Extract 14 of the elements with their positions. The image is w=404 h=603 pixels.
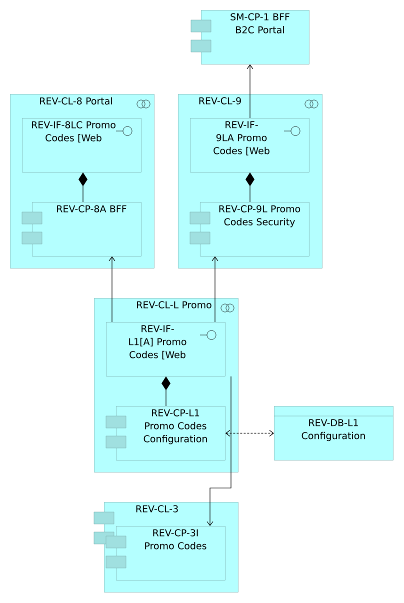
interface-box: REV-IF-8LC Promo Codes [Web [22, 118, 142, 172]
interface-box: REV-IF-L1[A] Promo Codes [Web [106, 322, 226, 376]
component-box: SM-CP-1 BFF B2C Portal [190, 10, 310, 64]
interface-box: REV-IF-9LA Promo Codes [Web [190, 118, 310, 172]
component-box: REV-CP-3I Promo Codes [106, 526, 226, 580]
connector-arrow [246, 64, 254, 118]
connector-arrow [206, 376, 232, 526]
data-object-box: REV-DB-L1 Configuration [274, 406, 394, 460]
component-box: REV-CP-L1 Promo Codes Configuration [106, 406, 226, 460]
connector-arrow [225, 430, 274, 436]
connector-arrow [108, 256, 116, 322]
component-box: REV-CP-8A BFF [22, 202, 142, 256]
component-box: REV-CP-9L Promo Codes Security [190, 202, 310, 256]
connector-arrow [212, 256, 218, 322]
